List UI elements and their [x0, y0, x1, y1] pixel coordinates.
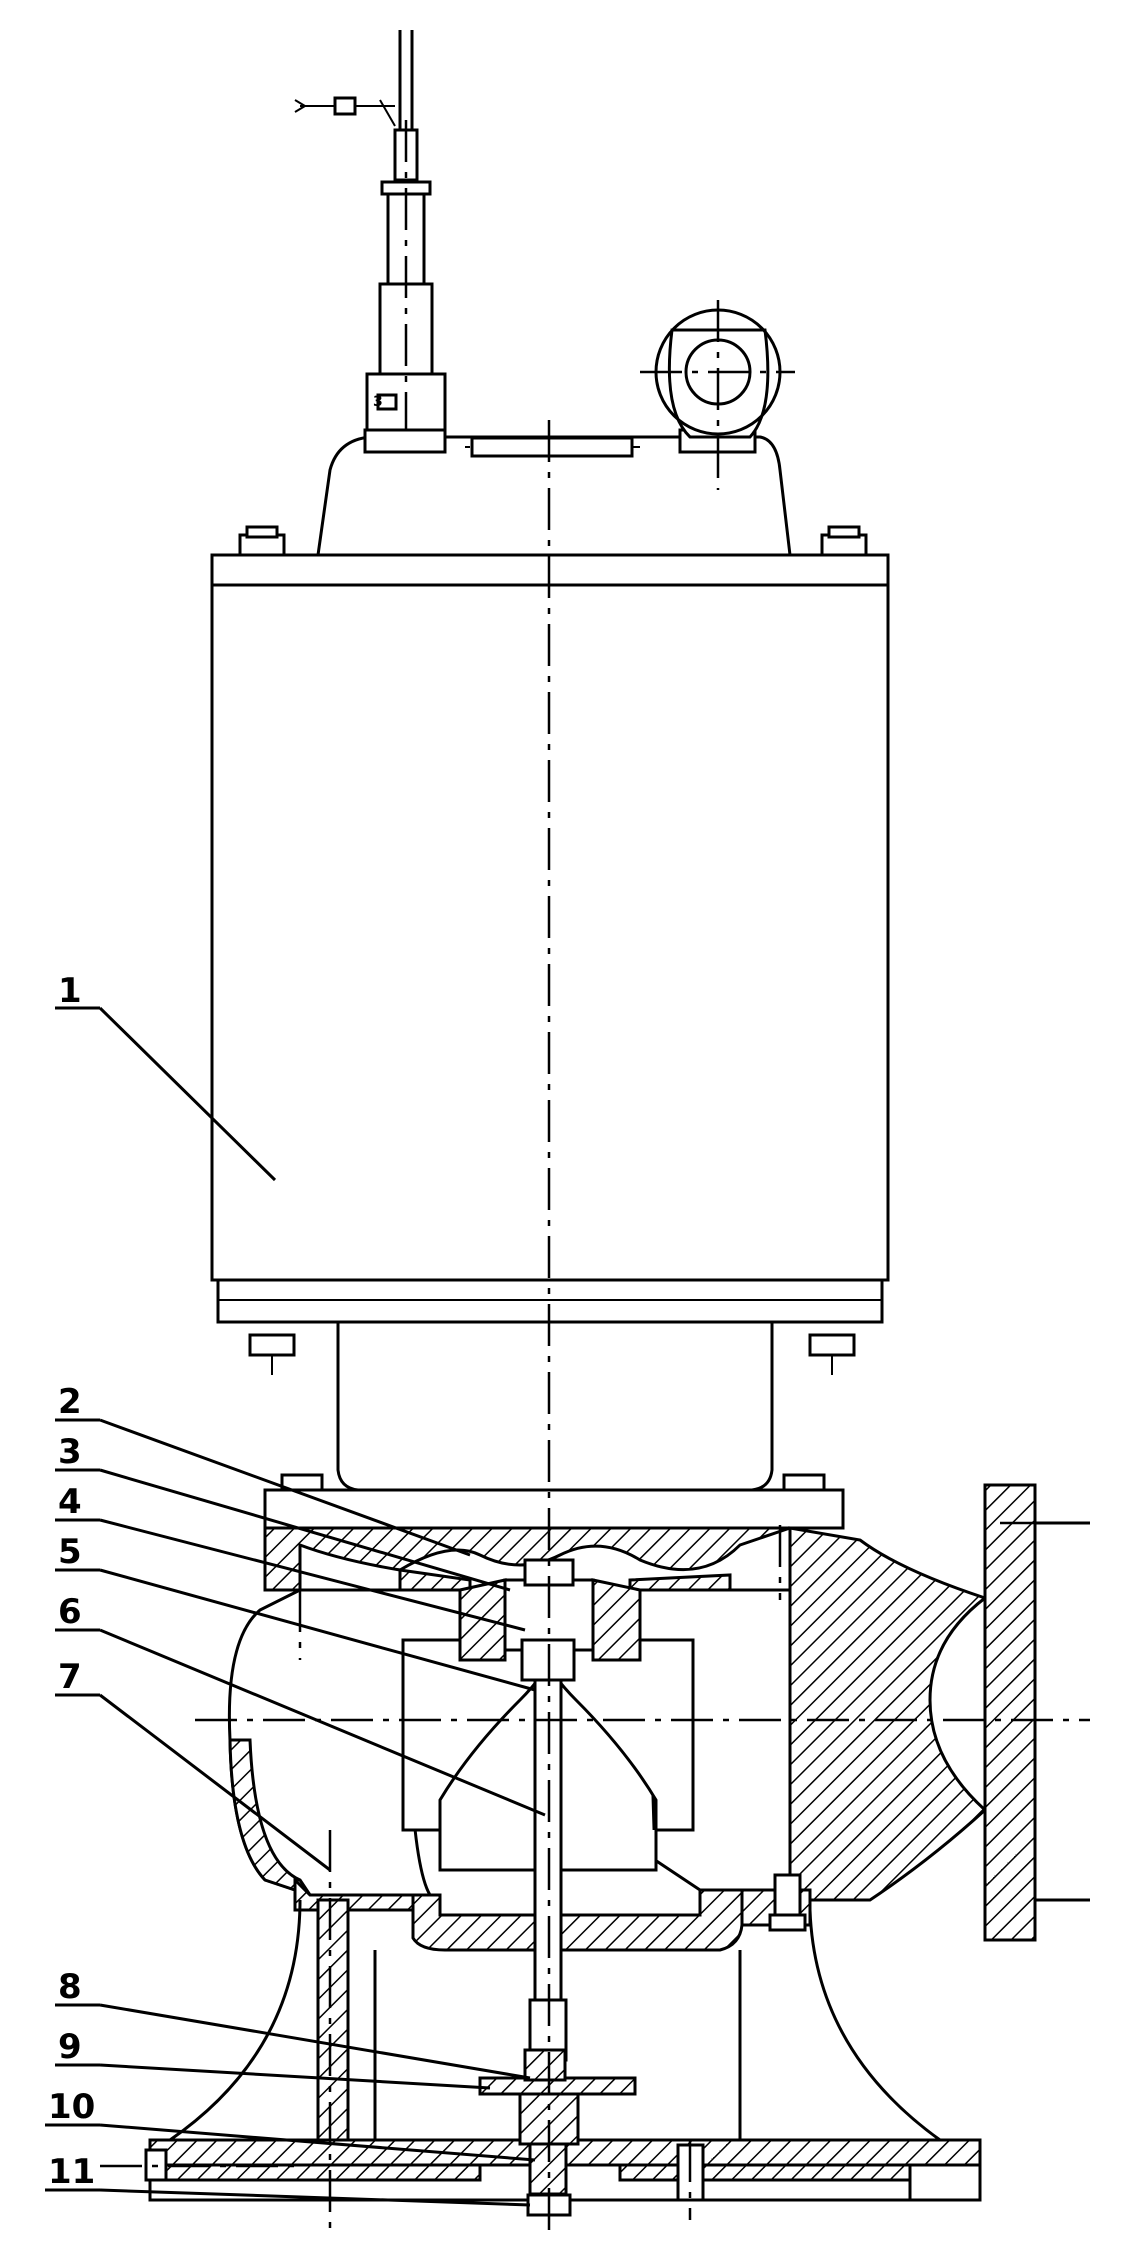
callout-3: 3 — [55, 1432, 511, 1592]
callout-label: 6 — [58, 1592, 82, 1632]
callout-label: 1 — [58, 971, 82, 1011]
callout-label: 2 — [58, 1382, 82, 1422]
lifting-eye — [640, 300, 795, 490]
callout-label: 4 — [58, 1482, 82, 1522]
callout-10: 10 — [45, 2087, 536, 2162]
callout-7: 7 — [55, 1657, 331, 1872]
callout-label: 7 — [58, 1657, 82, 1697]
callout-label: 10 — [48, 2087, 95, 2127]
callout-4: 4 — [55, 1482, 526, 1632]
callout-11: 11 — [45, 2152, 531, 2207]
bottom-seal-assembly — [478, 2048, 715, 2217]
callout-9: 9 — [55, 2027, 491, 2090]
callout-label: 11 — [48, 2152, 95, 2192]
callout-label: 9 — [58, 2027, 82, 2067]
callout-5: 5 — [55, 1532, 536, 1692]
callout-2: 2 — [55, 1382, 471, 1557]
center-lines — [100, 420, 1090, 2240]
callout-label: 3 — [58, 1432, 82, 1472]
motor-neck — [280, 1320, 826, 1493]
callout-label: 8 — [58, 1967, 82, 2007]
impeller — [401, 1558, 695, 1872]
power-cable: 3 — [294, 30, 447, 520]
callout-label: 5 — [58, 1532, 82, 1572]
callout-8: 8 — [55, 1967, 531, 2080]
svg-text:3: 3 — [373, 394, 383, 410]
motor-lower-bolts — [248, 1333, 856, 1375]
discharge-flange — [983, 1483, 1090, 1942]
callout-1: 1 — [55, 971, 277, 1182]
callout-6: 6 — [55, 1592, 546, 1817]
